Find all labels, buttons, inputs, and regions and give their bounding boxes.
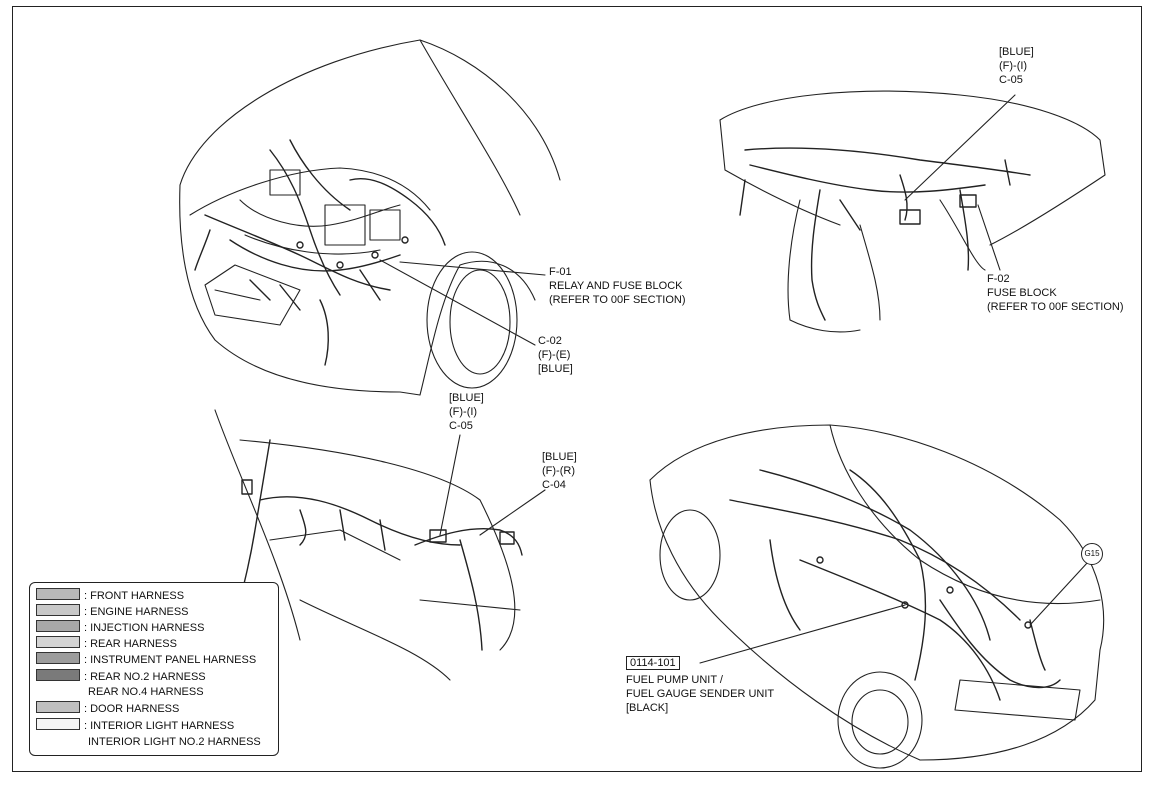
legend-item-front: : FRONT HARNESS (36, 588, 184, 603)
callout-c05-top: [BLUE] (F)-(I) C-05 (999, 45, 1034, 87)
callout-c02: C-02 (F)-(E) [BLUE] (538, 334, 573, 376)
legend-label: : ENGINE HARNESS (84, 606, 189, 618)
leader-c05-top (904, 94, 1016, 201)
rear-car-harness (729, 469, 1061, 701)
fuel-pump-line-2: FUEL GAUGE SENDER UNIT (626, 688, 775, 700)
legend-item-interior-light-no2: INTERIOR LIGHT NO.2 HARNESS (88, 736, 261, 748)
legend-label: : DOOR HARNESS (84, 703, 180, 715)
legend-swatch (36, 652, 80, 664)
legend-swatch (36, 701, 80, 713)
callout-f01-ref: (REFER TO 00F SECTION) (549, 294, 686, 306)
legend-item-rear: : REAR HARNESS (36, 636, 177, 651)
door-area-harness (239, 439, 523, 651)
legend-item-rear-no4: REAR NO.4 HARNESS (88, 686, 204, 698)
instrument-panel-drawing (719, 90, 1106, 333)
callout-f02-name: FUSE BLOCK (987, 287, 1057, 299)
legend-item-interior-light: : INTERIOR LIGHT HARNESS (36, 718, 234, 733)
callout-c02-code: C-02 (538, 335, 562, 347)
legend-label: : INSTRUMENT PANEL HARNESS (84, 654, 257, 666)
fuel-pump-line-1: FUEL PUMP UNIT / (626, 674, 723, 686)
legend-item-rear-no2: : REAR NO.2 HARNESS (36, 669, 206, 684)
legend-swatch (36, 669, 80, 681)
engine-bay-harness (194, 139, 446, 366)
legend-swatch (36, 620, 80, 632)
door-area-drawing (214, 409, 521, 681)
callout-c05-top-pins: (F)-(I) (999, 60, 1028, 72)
leader-c04 (479, 489, 546, 536)
callout-fuel-pump: 0114-101 FUEL PUMP UNIT / FUEL GAUGE SEN… (626, 656, 774, 715)
legend-swatch (36, 604, 80, 616)
rear-car-drawing (649, 424, 1105, 769)
callout-f02: F-02 FUSE BLOCK (REFER TO 00F SECTION) (987, 272, 1124, 314)
leader-c02 (379, 259, 536, 346)
ground-point-g15: G15 (1081, 543, 1103, 565)
callout-c04: [BLUE] (F)-(R) C-04 (542, 450, 577, 492)
fuel-pump-code-box: 0114-101 (626, 656, 680, 670)
legend-swatch (36, 588, 80, 600)
legend-item-injection: : INJECTION HARNESS (36, 620, 204, 635)
legend-item-engine: : ENGINE HARNESS (36, 604, 189, 619)
harness-legend: : FRONT HARNESS : ENGINE HARNESS : INJEC… (29, 582, 279, 756)
legend-label: : INTERIOR LIGHT HARNESS (84, 720, 235, 732)
callout-c04-pins: (F)-(R) (542, 465, 575, 477)
diagram-frame (12, 6, 1142, 772)
callout-f02-code: F-02 (987, 273, 1010, 285)
callout-c05-bottom-color: [BLUE] (449, 392, 484, 404)
leader-c05-bottom (439, 434, 461, 536)
legend-swatch (36, 718, 80, 730)
callout-f01-name: RELAY AND FUSE BLOCK (549, 280, 683, 292)
callout-f01-code: F-01 (549, 266, 572, 278)
callout-c05-bottom-pins: (F)-(I) (449, 406, 478, 418)
callout-c04-color: [BLUE] (542, 451, 577, 463)
fuel-pump-line-3: [BLACK] (626, 702, 669, 714)
legend-label: : REAR HARNESS (84, 638, 177, 650)
leader-fuel-pump (699, 604, 906, 664)
callout-c02-color: [BLUE] (538, 363, 573, 375)
callout-c05-bottom: [BLUE] (F)-(I) C-05 (449, 391, 484, 433)
legend-swatch (36, 636, 80, 648)
instrument-panel-harness (739, 147, 1031, 321)
callout-f01: F-01 RELAY AND FUSE BLOCK (REFER TO 00F … (549, 265, 686, 307)
engine-bay-drawing (179, 39, 561, 396)
leader-f01 (399, 261, 546, 276)
legend-label: : FRONT HARNESS (84, 590, 185, 602)
callout-c05-top-color: [BLUE] (999, 46, 1034, 58)
callout-c02-pins: (F)-(E) (538, 349, 571, 361)
callout-c04-code: C-04 (542, 479, 566, 491)
callout-c05-top-code: C-05 (999, 74, 1023, 86)
leader-f02 (977, 204, 1001, 271)
leader-g15 (1029, 561, 1089, 626)
callout-c05-bottom-code: C-05 (449, 420, 473, 432)
legend-label: : INJECTION HARNESS (84, 622, 205, 634)
legend-item-door: : DOOR HARNESS (36, 701, 179, 716)
callout-f02-ref: (REFER TO 00F SECTION) (987, 301, 1124, 313)
legend-item-instrument-panel: : INSTRUMENT PANEL HARNESS (36, 652, 256, 667)
legend-label: : REAR NO.2 HARNESS (84, 671, 206, 683)
